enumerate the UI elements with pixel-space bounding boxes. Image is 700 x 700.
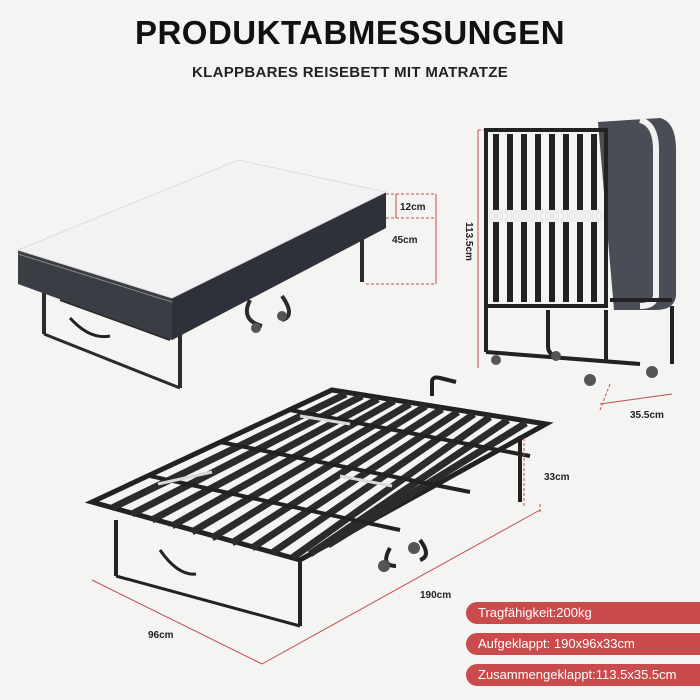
- dim-frame-width: 96cm: [148, 630, 174, 641]
- dim-mattress-thickness: 12cm: [400, 202, 426, 213]
- folded-bed-image: [484, 117, 676, 386]
- dimension-lines-folded: [477, 129, 673, 411]
- dim-frame-height: 33cm: [544, 472, 570, 483]
- dimension-lines-frame: [91, 438, 541, 665]
- bed-with-mattress-image: [16, 159, 388, 390]
- dim-bed-height: 45cm: [392, 235, 418, 246]
- dimension-lines-bed: [366, 193, 437, 285]
- dim-folded-depth: 35.5cm: [630, 410, 664, 421]
- spec-folded-size: Zusammengeklappt:113.5x35.5cm: [466, 664, 700, 686]
- page-title: PRODUKTABMESSUNGEN: [134, 14, 566, 51]
- open-frame-image: [84, 375, 554, 628]
- dim-frame-length: 190cm: [420, 590, 452, 601]
- spec-capacity: Tragfähigkeit:200kg: [466, 602, 700, 624]
- dim-folded-height: 113.5cm: [463, 222, 474, 261]
- spec-unfolded-size: Aufgeklappt: 190x96x33cm: [466, 633, 700, 655]
- page-subtitle: KLAPPBARES REISEBETT MIT MATRATZE: [191, 64, 508, 81]
